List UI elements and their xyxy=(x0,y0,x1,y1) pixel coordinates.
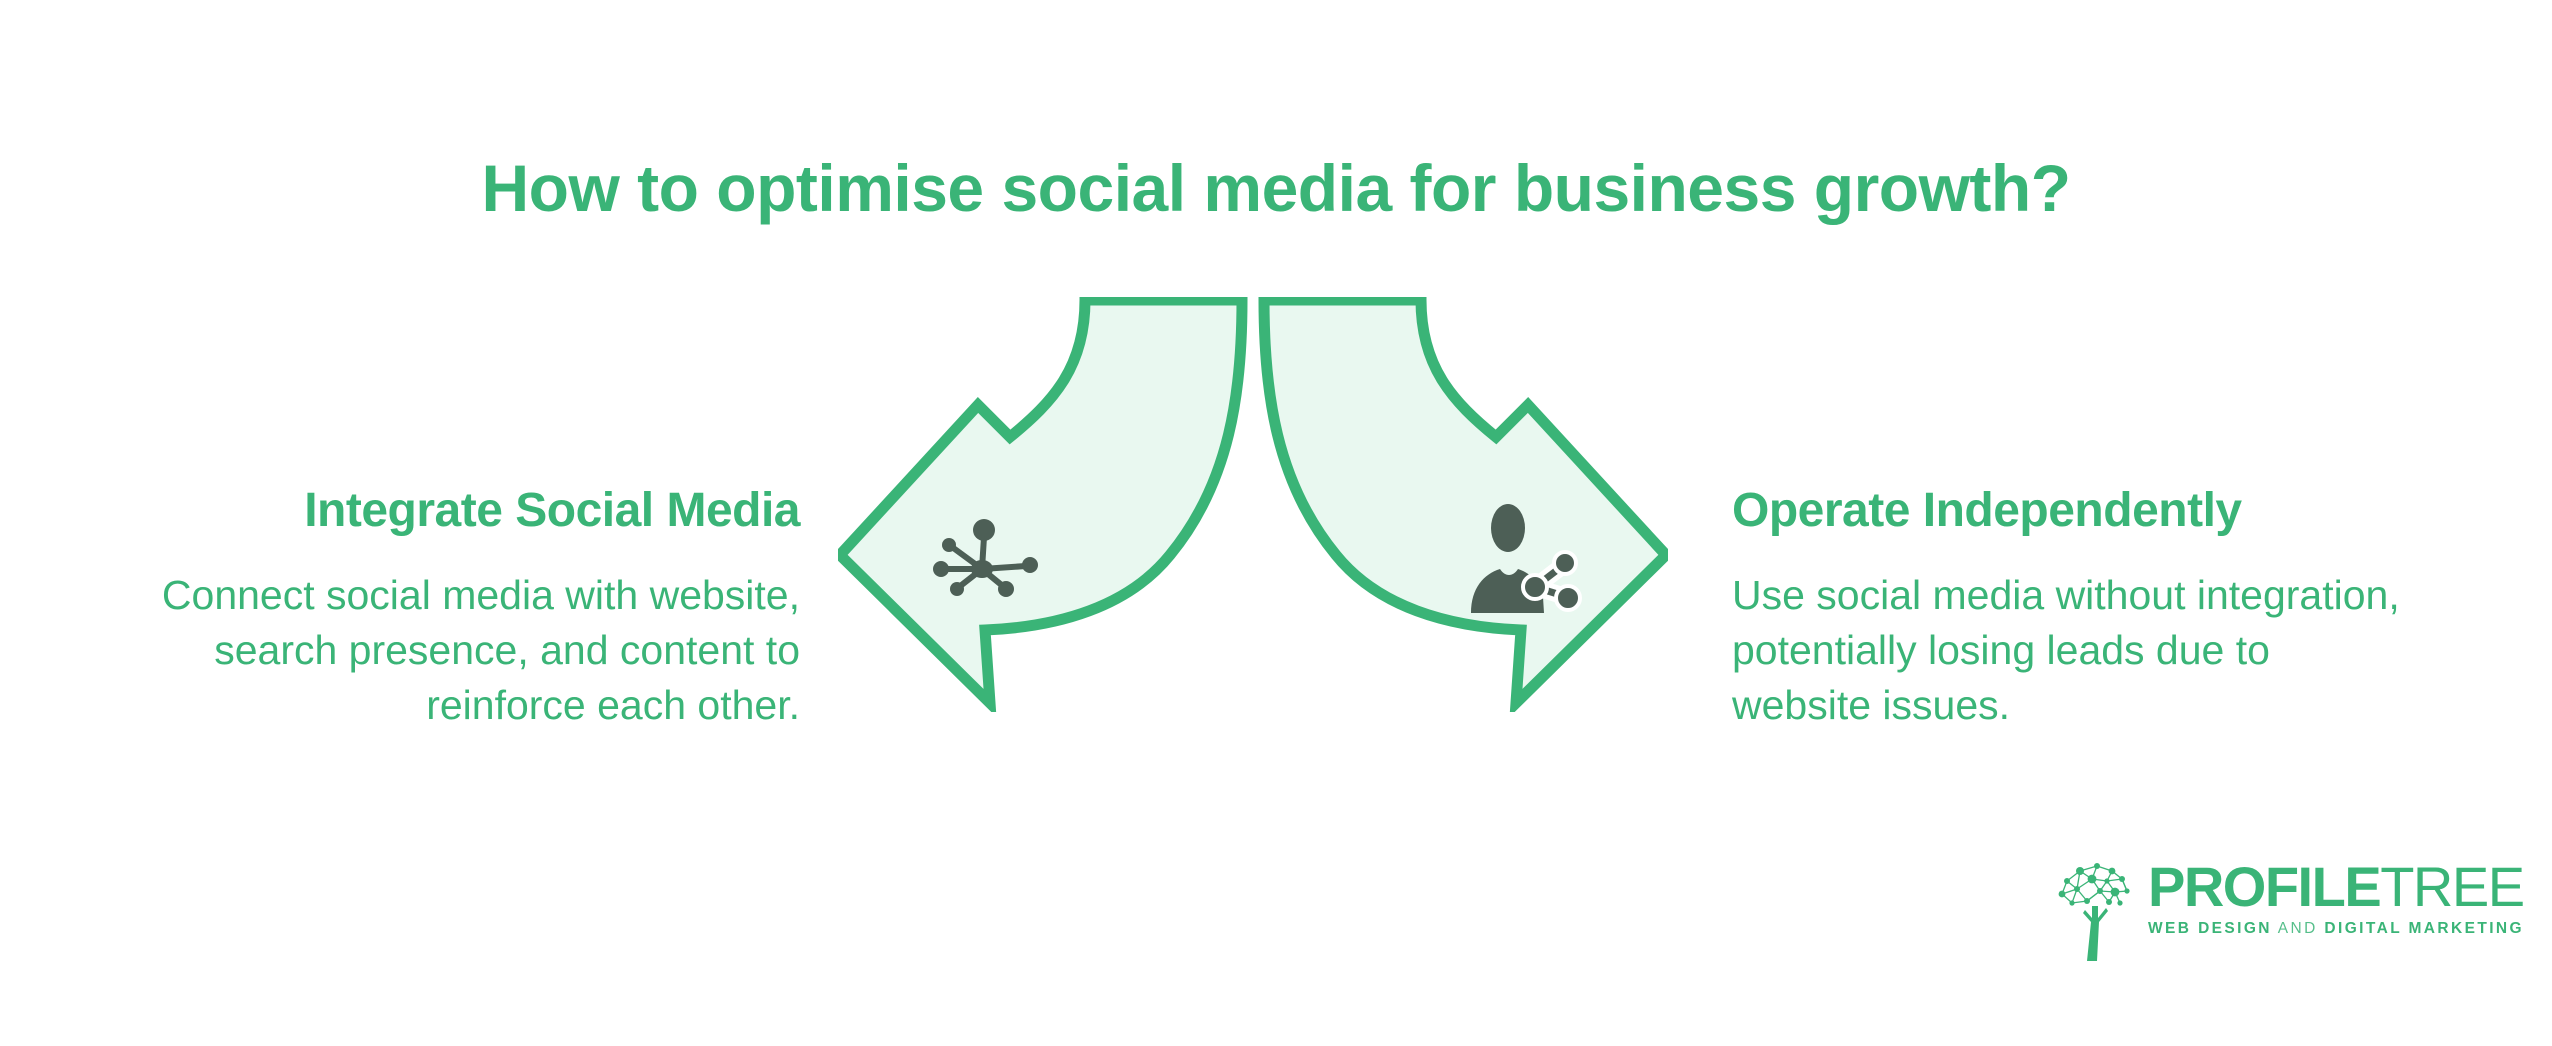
tree-network-icon xyxy=(2058,863,2130,961)
logo-tagline: WEB DESIGN AND DIGITAL MARKETING xyxy=(2148,919,2524,939)
left-option-heading: Integrate Social Media xyxy=(304,484,800,537)
right-curved-arrow xyxy=(1264,300,1666,703)
logo-word-profile: PROFILE xyxy=(2148,855,2382,918)
tagline-web-design: WEB DESIGN xyxy=(2148,920,2272,937)
split-arrows-graphic xyxy=(838,297,1668,712)
left-curved-arrow xyxy=(840,300,1242,703)
page-title: How to optimise social media for busines… xyxy=(481,151,2071,225)
left-option-body: Connect social media with website, searc… xyxy=(161,572,800,728)
logo-wordmark: PROFILETREE xyxy=(2148,855,2525,918)
profiletree-logo: PROFILETREE WEB DESIGN AND DIGITAL MARKE… xyxy=(2052,856,2525,966)
right-option-column: Operate Independently Use social media w… xyxy=(1732,482,2542,733)
tagline-and: AND xyxy=(2277,920,2318,937)
right-option-heading: Operate Independently xyxy=(1732,484,2242,537)
right-option-body: Use social media without integration, po… xyxy=(1732,572,2400,728)
hub-network-icon xyxy=(933,519,1038,597)
person-share-icon xyxy=(1471,504,1582,613)
tagline-digital-marketing: DIGITAL MARKETING xyxy=(2324,920,2524,937)
left-option-column: Integrate Social Media Connect social me… xyxy=(55,482,801,733)
logo-word-tree: TREE xyxy=(2380,855,2525,918)
